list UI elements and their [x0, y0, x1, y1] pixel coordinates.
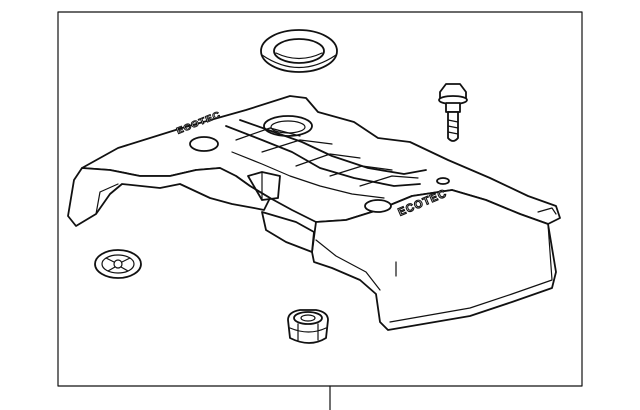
push-retainer-icon — [94, 249, 142, 279]
engine-cover-icon: ECOTEC ECOTEC — [67, 95, 561, 331]
rubber-insulator-icon — [287, 309, 329, 344]
diagram-frame — [57, 11, 583, 410]
bolt-icon — [438, 83, 468, 142]
grommet-ring-icon — [260, 29, 338, 73]
